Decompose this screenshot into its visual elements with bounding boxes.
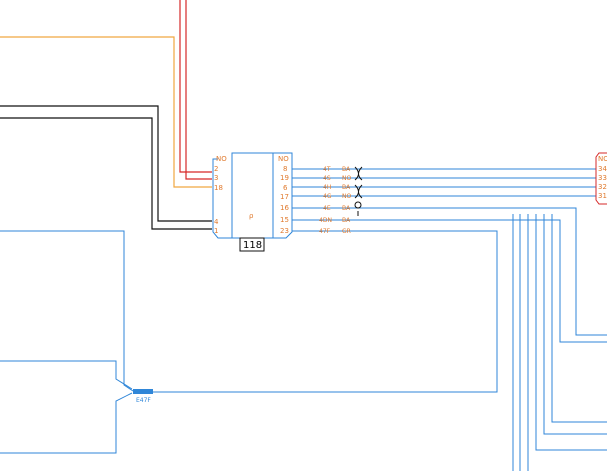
wire-blue[interactable] — [0, 230, 134, 392]
module-symbol: ρ — [249, 212, 254, 220]
far-connector-bracket — [595, 152, 607, 205]
connector-right-header: NO — [278, 155, 289, 163]
wire-color: GR — [342, 228, 351, 235]
connector-left-pin: 1 — [214, 227, 218, 235]
far-connector-pin: 33 — [598, 174, 607, 182]
wire-4E[interactable] — [292, 207, 607, 336]
wire-tag: 4T — [323, 166, 331, 173]
wire-black-2 — [0, 117, 212, 230]
wire-color: NO — [342, 193, 351, 200]
wire-tag: 4H — [323, 184, 331, 191]
connector-right-pin: 15 — [280, 216, 289, 224]
splice-wires — [0, 230, 134, 454]
connector-left-header: NO — [216, 155, 227, 163]
far-connector-pin: 32 — [598, 183, 607, 191]
wire-47F[interactable] — [152, 230, 498, 393]
connector-left: NO 2 3 18 4 1 — [212, 155, 232, 239]
wire-color: BA — [342, 184, 351, 191]
connector-left-pin: 2 — [214, 165, 218, 173]
far-connector-pin: 34 — [598, 165, 607, 173]
bundle-wire — [535, 214, 607, 451]
twisted-pair-symbols — [354, 166, 363, 216]
module-number-box — [239, 237, 265, 252]
module-118[interactable]: ρ 118 — [231, 152, 274, 252]
shield-drain-icon — [354, 201, 362, 216]
wire-tag: 4E — [323, 205, 331, 212]
splice-E47F[interactable]: E47F — [133, 389, 153, 404]
wire-labels: 4T BA 4S NO 4H BA 4G NO 4E BA 4DN BA 47F… — [319, 166, 351, 235]
connector-left-pin: 3 — [214, 174, 218, 182]
bundle-wire — [543, 214, 607, 435]
wire-blue[interactable] — [0, 360, 133, 390]
module-number: 118 — [243, 240, 262, 251]
wire-orange — [0, 36, 212, 188]
far-connector: NO 34 33 32 31 — [595, 152, 607, 205]
wire-color: BA — [342, 205, 351, 212]
far-connector-pin: 31 — [598, 192, 607, 200]
splice-label: E47F — [136, 397, 151, 404]
splice-body[interactable] — [133, 389, 153, 394]
wire-4DN[interactable] — [292, 219, 607, 343]
wire-blue[interactable] — [0, 392, 133, 454]
connector-left-bracket — [212, 158, 232, 239]
connector-right-pin: 6 — [283, 184, 288, 192]
wire-color: BA — [342, 166, 351, 173]
wire-tag: 4S — [323, 175, 331, 182]
wire-color: NO — [342, 175, 351, 182]
connector-right-pin: 23 — [280, 227, 289, 235]
bundle-wire — [551, 214, 607, 423]
wire-red-2 — [185, 0, 212, 180]
connector-right: NO 8 19 6 17 16 15 23 — [273, 152, 293, 239]
wire-red — [179, 0, 212, 173]
connector-right-pin: 8 — [283, 165, 287, 173]
connector-right-pin: 19 — [280, 174, 289, 182]
wire-color: BA — [342, 217, 351, 224]
connector-left-pin: 18 — [214, 184, 223, 192]
wire-tag: 4DN — [319, 217, 332, 224]
module-body[interactable] — [231, 152, 274, 239]
connector-right-pin: 17 — [280, 193, 289, 201]
twisted-pair-icon — [354, 184, 363, 199]
connector-left-pin: 4 — [214, 218, 219, 226]
output-wires — [152, 168, 607, 471]
connector-right-bracket — [273, 152, 293, 239]
wire-black-1 — [0, 105, 212, 222]
connector-right-pin: 16 — [280, 204, 289, 212]
wire-tag: 4G — [323, 193, 332, 200]
far-connector-header: NO — [598, 155, 607, 163]
twisted-pair-icon — [354, 166, 363, 181]
wire-tag: 47F — [319, 228, 331, 235]
